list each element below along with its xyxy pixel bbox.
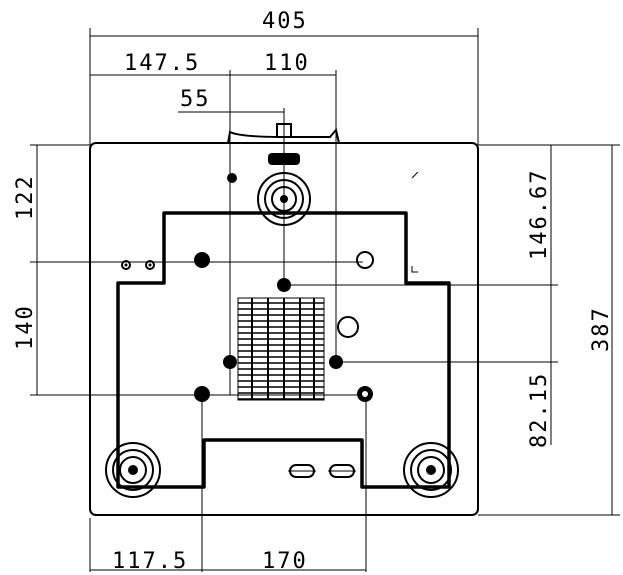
front-center-foot bbox=[257, 153, 311, 226]
dim-overall-width: 405 bbox=[262, 9, 308, 34]
dim-center-to-right-hole: 110 bbox=[264, 51, 310, 76]
dim-foot-hole-spacing: 170 bbox=[262, 549, 308, 574]
round-hole bbox=[337, 316, 359, 338]
dim-center-offset: 55 bbox=[180, 87, 211, 112]
vent-grille bbox=[237, 297, 325, 401]
dim-upper-to-lower-holes: 140 bbox=[13, 304, 38, 350]
dim-overall-height: 387 bbox=[589, 306, 614, 352]
dimension-labels: 405 147.5 110 55 117.5 170 122 140 146.6… bbox=[13, 9, 614, 574]
projector-body bbox=[89, 123, 479, 516]
rear-foot-right bbox=[403, 442, 459, 498]
inner-contour bbox=[116, 211, 451, 489]
mounting-holes bbox=[121, 173, 374, 402]
dimension-lines bbox=[30, 28, 620, 572]
mount-hole-upper-right bbox=[356, 251, 374, 269]
mount-hole-top-left bbox=[227, 173, 237, 183]
dim-top-to-upper-holes: 122 bbox=[13, 174, 38, 220]
slots bbox=[288, 464, 356, 478]
dim-top-to-center-hole: 146.67 bbox=[527, 169, 552, 260]
mount-hole-lower-left bbox=[194, 386, 210, 402]
mount-hole-center bbox=[277, 278, 291, 292]
mount-hole-middle-left bbox=[223, 355, 237, 369]
dim-center-to-bottom-hole: 82.15 bbox=[527, 372, 552, 448]
dim-left-to-foot-hole: 117.5 bbox=[112, 549, 188, 574]
body-outline bbox=[89, 142, 479, 516]
mount-hole-upper-left bbox=[194, 252, 210, 268]
dim-left-to-center: 147.5 bbox=[124, 51, 200, 76]
rear-foot-left bbox=[105, 442, 161, 498]
mount-hole-middle-right bbox=[329, 355, 343, 369]
